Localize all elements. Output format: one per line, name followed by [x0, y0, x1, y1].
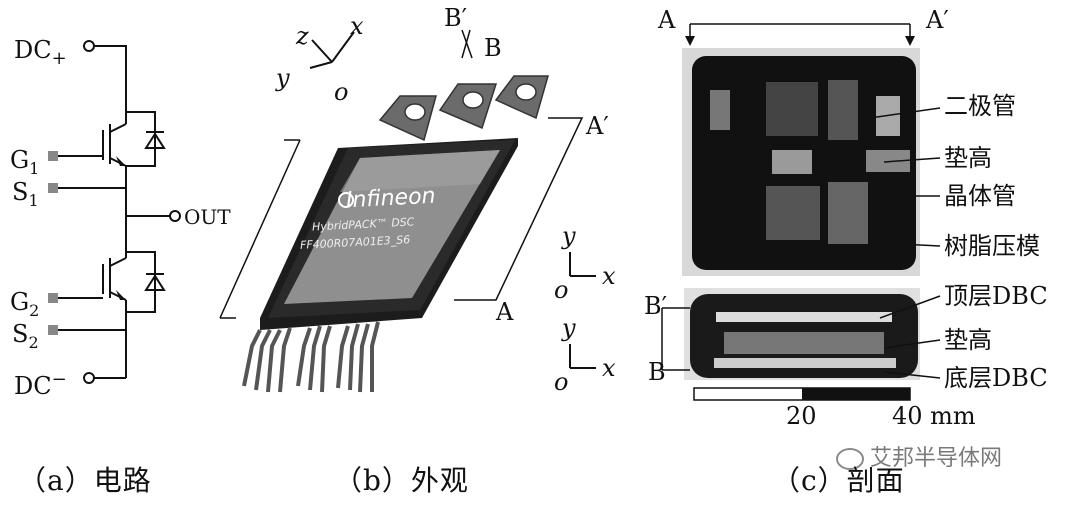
axis-o-label-c2: o	[554, 368, 569, 396]
axis-o-label: o	[334, 78, 349, 106]
caption-a: （a）电路	[18, 464, 152, 497]
out-label: OUT	[184, 205, 231, 229]
a-label-c: A	[658, 6, 676, 34]
label-transistor: 晶体管	[944, 182, 1016, 210]
caption-c: （c）剖面	[772, 464, 905, 497]
b-label-b: B	[484, 34, 502, 62]
axis-o-label-c1: o	[554, 276, 569, 304]
half-bridge-circuit-diagram	[48, 40, 181, 384]
axis-y-label-c1: y	[562, 222, 576, 250]
cross-section-images	[569, 23, 941, 401]
axis-x-label-c1: x	[602, 262, 616, 290]
s1-label: S1	[12, 178, 39, 210]
label-resin: 树脂压模	[944, 232, 1040, 260]
wechat-icon	[836, 448, 864, 470]
label-bottom-dbc: 底层DBC	[944, 364, 1048, 392]
axis-x-label-c2: x	[602, 354, 616, 382]
g2-label: G2	[10, 288, 40, 320]
label-spacer-top: 垫高	[944, 144, 992, 172]
label-diode: 二极管	[944, 92, 1016, 120]
caption-b: （b）外观	[334, 464, 469, 497]
axis-x-label: x	[350, 12, 364, 40]
axis-y-label: y	[276, 64, 290, 92]
label-top-dbc: 顶层DBC	[944, 282, 1048, 310]
a-label-b: A	[496, 298, 514, 326]
s2-label: S2	[12, 320, 39, 352]
scale-label-40: 40 mm	[892, 402, 976, 430]
brand-label: Infineon	[345, 183, 437, 214]
watermark: 艾邦半导体网	[836, 440, 1002, 472]
b-prime-label-b: B′	[444, 4, 468, 32]
dc-minus-label: DC−	[14, 369, 67, 400]
axis-z-label: z	[296, 22, 309, 50]
a-prime-label-b: A′	[586, 112, 609, 140]
a-prime-label-c: A′	[926, 6, 949, 34]
axis-y-label-c2: y	[562, 314, 576, 342]
scale-label-20: 20	[786, 402, 817, 430]
b-label-c: B	[648, 358, 666, 386]
b-prime-label-c: B′	[644, 292, 668, 320]
g1-label: G1	[10, 146, 40, 178]
label-spacer-bottom: 垫高	[944, 326, 992, 354]
dc-plus-label: DC+	[14, 36, 67, 69]
module-3d-illustration	[219, 29, 584, 393]
